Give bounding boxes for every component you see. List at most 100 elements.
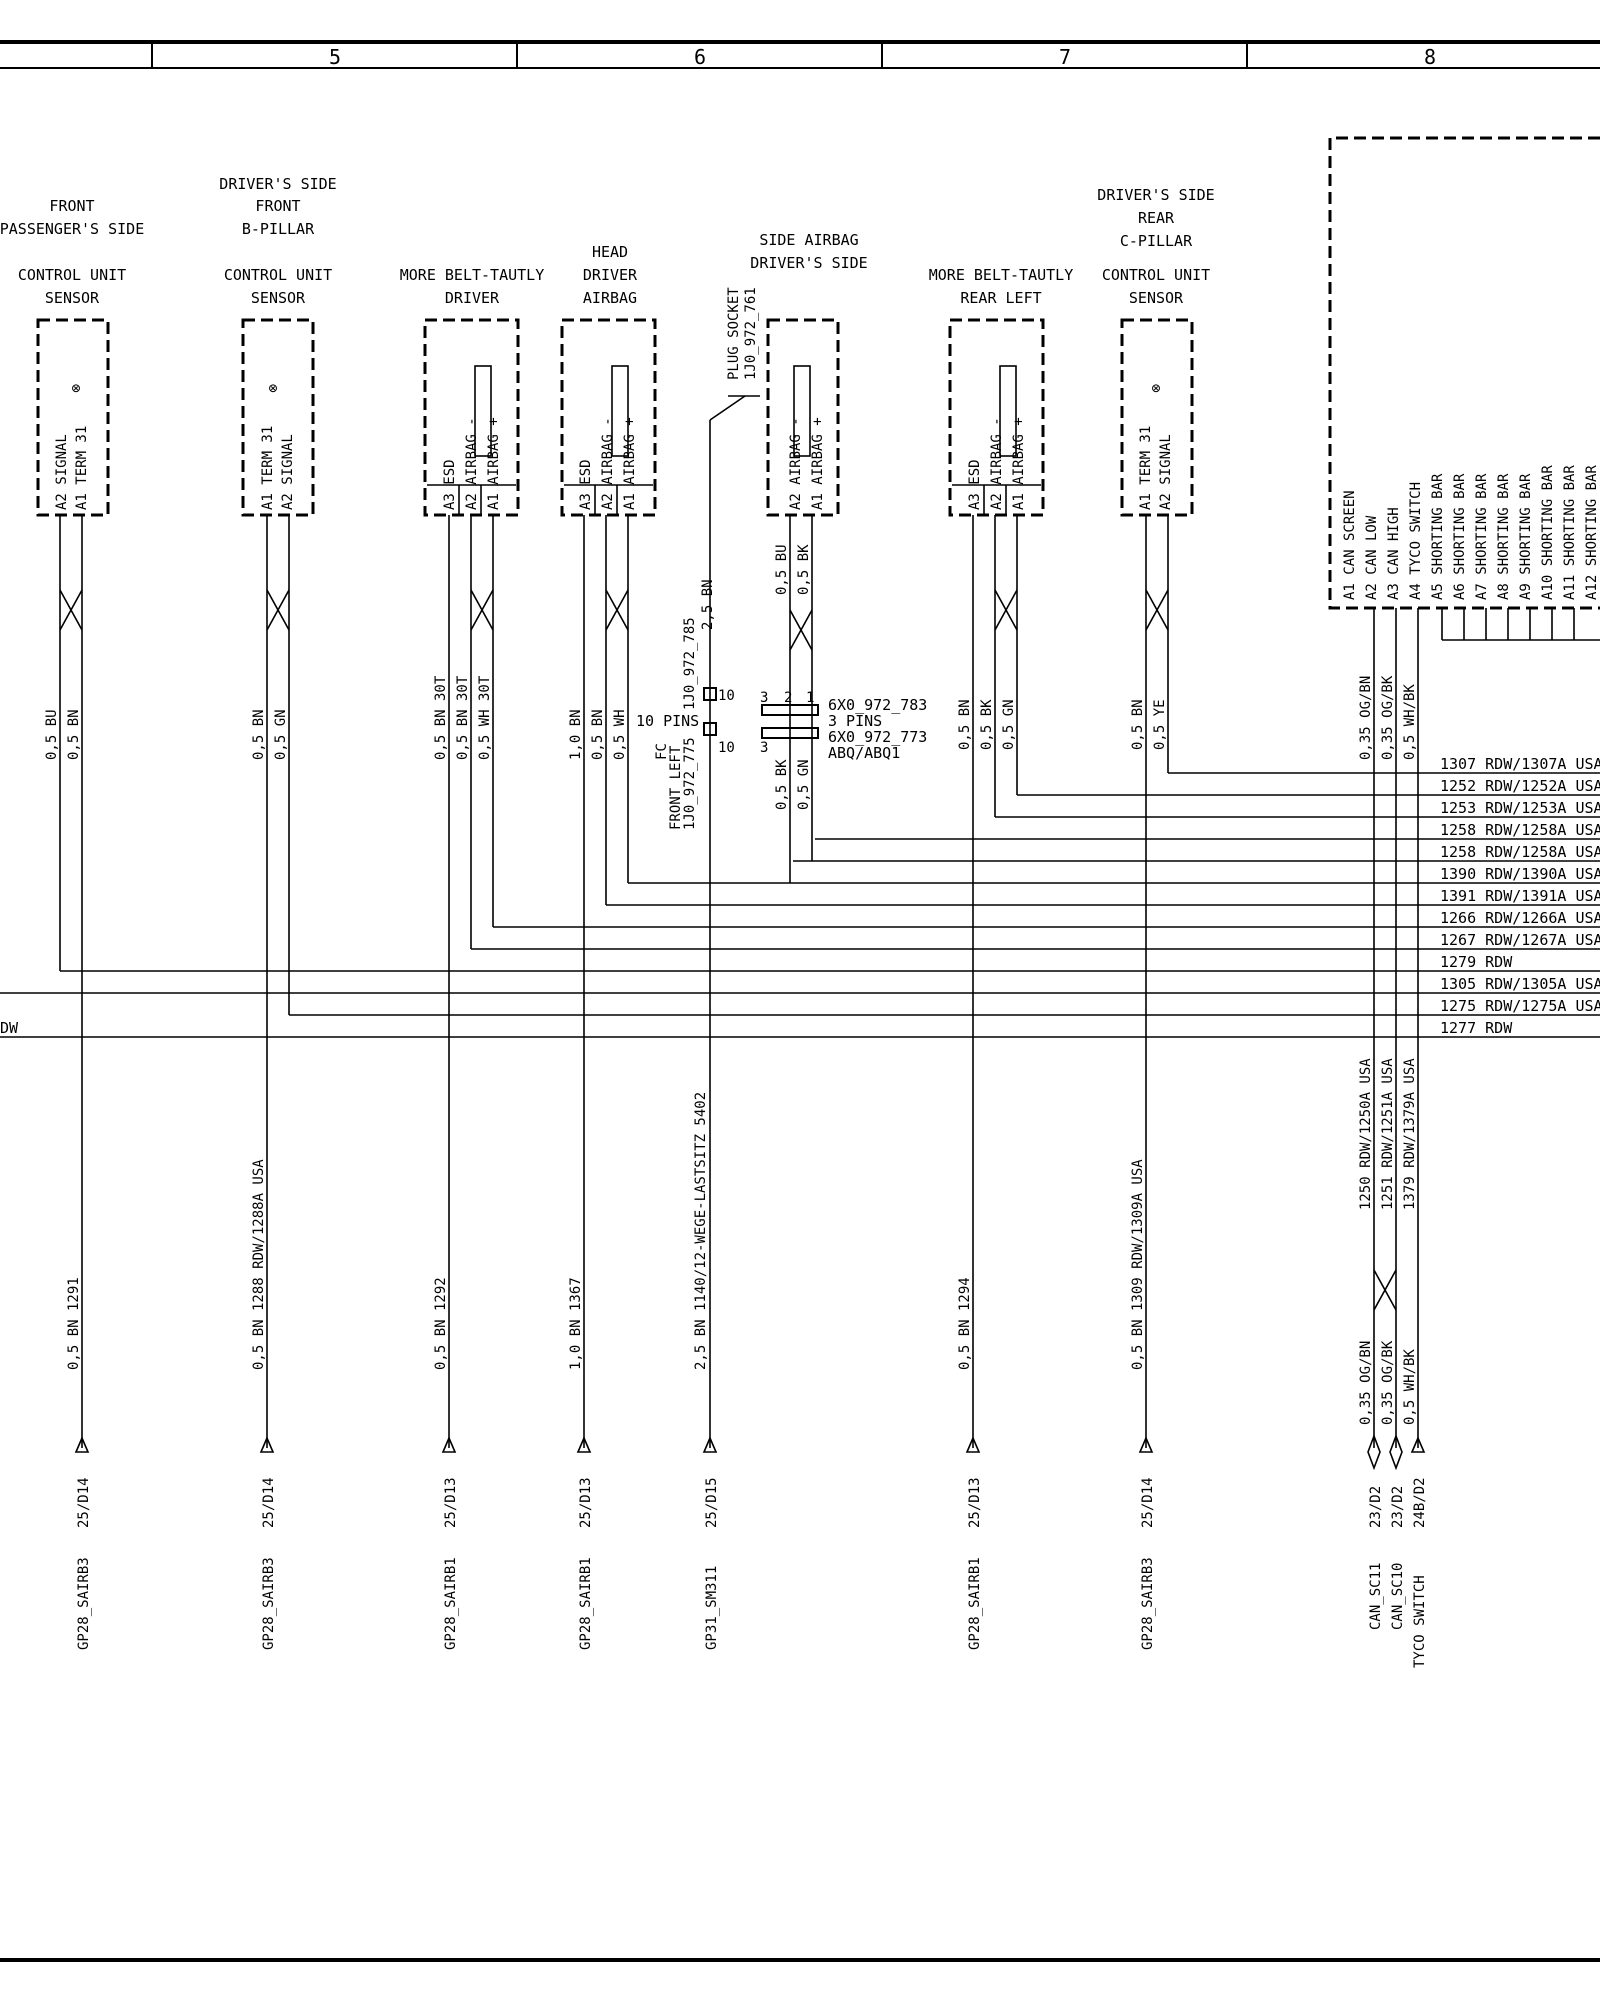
- svg-text:25/D13: 25/D13: [443, 1477, 459, 1528]
- component-box: [36, 318, 110, 517]
- svg-text:2,5 BN 1140/12-WEGE-LASTSITZ: 2,5 BN 1140/12-WEGE-LASTSITZ 5402: [693, 1092, 709, 1370]
- svg-text:A2 AIRBAG -: A2 AIRBAG -: [989, 417, 1005, 510]
- svg-text:10: 10: [718, 688, 735, 704]
- bus-label: 1266 RDW/1266A USA: [1440, 909, 1600, 927]
- svg-text:ABQ/ABQ1: ABQ/ABQ1: [828, 744, 900, 762]
- component-box: [948, 318, 1045, 517]
- svg-text:FRONT: FRONT: [255, 197, 300, 215]
- component-front-passenger-sensor: FRONT PASSENGER'S SIDE CONTROL UNIT SENS…: [0, 197, 144, 1650]
- svg-text:A3 CAN HIGH: A3 CAN HIGH: [1386, 507, 1402, 600]
- svg-text:A2 AIRBAG -: A2 AIRBAG -: [788, 417, 804, 510]
- svg-text:DRIVER: DRIVER: [445, 289, 500, 307]
- svg-text:GP28_SAIRB1: GP28_SAIRB1: [443, 1557, 459, 1650]
- svg-text:10: 10: [718, 740, 735, 756]
- svg-text:3 PINS: 3 PINS: [828, 712, 882, 730]
- svg-text:PASSENGER'S SIDE: PASSENGER'S SIDE: [0, 220, 144, 238]
- svg-text:CAN_SC10: CAN_SC10: [1390, 1563, 1406, 1630]
- svg-text:A7 SHORTING BAR: A7 SHORTING BAR: [1474, 473, 1490, 600]
- svg-text:SIDE AIRBAG: SIDE AIRBAG: [759, 231, 858, 249]
- bus-label: 1275 RDW/1275A USA: [1440, 997, 1600, 1015]
- svg-text:0,5 BU: 0,5 BU: [774, 544, 790, 595]
- svg-text:0,5 BN: 0,5 BN: [66, 709, 82, 760]
- left-fragment-label: DW: [0, 1019, 19, 1037]
- svg-text:DRIVER'S SIDE: DRIVER'S SIDE: [219, 175, 336, 193]
- svg-text:FRONT: FRONT: [49, 197, 94, 215]
- svg-text:1,0 BN 1367: 1,0 BN 1367: [568, 1277, 584, 1370]
- bus-label: 1305 RDW/1305A USA: [1440, 975, 1600, 993]
- svg-text:GP28_SAIRB1: GP28_SAIRB1: [578, 1557, 594, 1650]
- svg-text:0,5 BU: 0,5 BU: [44, 709, 60, 760]
- component-side-airbag-driver: SIDE AIRBAG DRIVER'S SIDE A2 AIRBAG - A1…: [750, 231, 868, 883]
- bus-label: 1267 RDW/1267A USA: [1440, 931, 1600, 949]
- svg-text:PLUG SOCKET: PLUG SOCKET: [726, 287, 742, 380]
- svg-text:CONTROL UNIT: CONTROL UNIT: [1102, 266, 1210, 284]
- svg-text:A3 ESD: A3 ESD: [967, 459, 983, 510]
- svg-text:10 PINS: 10 PINS: [636, 712, 699, 730]
- svg-text:0,5 YE: 0,5 YE: [1152, 699, 1168, 750]
- svg-text:0,5 BN: 0,5 BN: [590, 709, 606, 760]
- svg-text:CAN_SC11: CAN_SC11: [1368, 1563, 1384, 1630]
- svg-text:A3 ESD: A3 ESD: [442, 459, 458, 510]
- bus-label: 1253 RDW/1253A USA: [1440, 799, 1600, 817]
- svg-text:0,5 GN: 0,5 GN: [796, 759, 812, 810]
- svg-text:23/D2: 23/D2: [1368, 1486, 1384, 1528]
- svg-text:A1 TERM 31: A1 TERM 31: [1138, 426, 1154, 510]
- svg-text:GP28_SAIRB3: GP28_SAIRB3: [1140, 1557, 1156, 1650]
- svg-text:A3 ESD: A3 ESD: [578, 459, 594, 510]
- svg-text:A5 SHORTING BAR: A5 SHORTING BAR: [1430, 473, 1446, 600]
- component-head-airbag-driver: HEAD DRIVER AIRBAG A3 ESD A2 AIRBAG - A1…: [560, 243, 657, 1650]
- svg-text:0,5 WH: 0,5 WH: [612, 709, 628, 760]
- svg-text:MORE BELT-TAUTLY: MORE BELT-TAUTLY: [929, 266, 1074, 284]
- svg-text:A12 SHORTING BAR: A12 SHORTING BAR: [1584, 465, 1600, 600]
- component-box: [241, 318, 315, 517]
- svg-text:A2 SIGNAL: A2 SIGNAL: [1158, 434, 1174, 510]
- svg-text:25/D14: 25/D14: [76, 1477, 92, 1528]
- fc-connector-10-pins: PLUG SOCKET 1J0_972_761 1J0_972_785 2,5 …: [636, 287, 760, 1650]
- svg-text:0,5 BK: 0,5 BK: [774, 759, 790, 810]
- svg-text:1379 RDW/1379A USA: 1379 RDW/1379A USA: [1402, 1058, 1418, 1210]
- bus-label: 1252 RDW/1252A USA: [1440, 777, 1600, 795]
- column-number-7: 7: [1059, 45, 1071, 69]
- svg-text:SENSOR: SENSOR: [251, 289, 306, 307]
- svg-text:25/D14: 25/D14: [261, 1477, 277, 1528]
- bus-label: 1279 RDW: [1440, 953, 1513, 971]
- svg-text:3: 3: [760, 740, 768, 756]
- svg-text:GP28_SAIRB3: GP28_SAIRB3: [76, 1557, 92, 1650]
- svg-text:0,5 BN 1288 RDW/1288A USA: 0,5 BN 1288 RDW/1288A USA: [251, 1159, 267, 1370]
- svg-text:A9 SHORTING BAR: A9 SHORTING BAR: [1518, 473, 1534, 600]
- column-number-8: 8: [1424, 45, 1436, 69]
- svg-text:MORE BELT-TAUTLY: MORE BELT-TAUTLY: [400, 266, 545, 284]
- svg-text:CONTROL UNIT: CONTROL UNIT: [18, 266, 126, 284]
- svg-text:0,5 BN 1294: 0,5 BN 1294: [957, 1277, 973, 1370]
- component-belt-tensioner-driver: MORE BELT-TAUTLY DRIVER A3 ESD A2 AIRBAG…: [400, 266, 545, 1650]
- svg-text:0,5 BK: 0,5 BK: [796, 544, 812, 595]
- svg-text:A11 SHORTING BAR: A11 SHORTING BAR: [1562, 465, 1578, 600]
- svg-text:A10 SHORTING BAR: A10 SHORTING BAR: [1540, 465, 1556, 600]
- svg-text:25/D14: 25/D14: [1140, 1477, 1156, 1528]
- svg-text:0,5 WH/BK: 0,5 WH/BK: [1402, 684, 1418, 760]
- svg-text:A1 AIRBAG +: A1 AIRBAG +: [810, 417, 826, 510]
- svg-text:23/D2: 23/D2: [1390, 1486, 1406, 1528]
- svg-text:A6 SHORTING BAR: A6 SHORTING BAR: [1452, 473, 1468, 600]
- svg-text:0,5 BN 30T: 0,5 BN 30T: [433, 675, 449, 760]
- svg-text:0,5 BN: 0,5 BN: [1130, 699, 1146, 750]
- component-box: [1120, 318, 1194, 517]
- svg-text:C-PILLAR: C-PILLAR: [1120, 232, 1193, 250]
- svg-text:1,0 BN: 1,0 BN: [568, 709, 584, 760]
- svg-text:6X0_972_773: 6X0_972_773: [828, 728, 927, 746]
- svg-text:A1 AIRBAG +: A1 AIRBAG +: [622, 417, 638, 510]
- svg-text:A1 AIRBAG +: A1 AIRBAG +: [486, 417, 502, 510]
- svg-text:HEAD: HEAD: [592, 243, 628, 261]
- svg-text:0,5 BN 30T: 0,5 BN 30T: [455, 675, 471, 760]
- svg-text:DRIVER'S SIDE: DRIVER'S SIDE: [1097, 186, 1214, 204]
- svg-text:24B/D2: 24B/D2: [1412, 1477, 1428, 1528]
- svg-text:TYCO SWITCH: TYCO SWITCH: [1412, 1575, 1428, 1668]
- svg-text:25/D15: 25/D15: [704, 1477, 720, 1528]
- svg-text:REAR: REAR: [1138, 209, 1175, 227]
- bus-label: 1307 RDW/1307A USA: [1440, 755, 1600, 773]
- component-box: [560, 318, 657, 517]
- svg-text:SENSOR: SENSOR: [45, 289, 100, 307]
- svg-text:A2 CAN LOW: A2 CAN LOW: [1364, 515, 1380, 600]
- svg-text:25/D13: 25/D13: [967, 1477, 983, 1528]
